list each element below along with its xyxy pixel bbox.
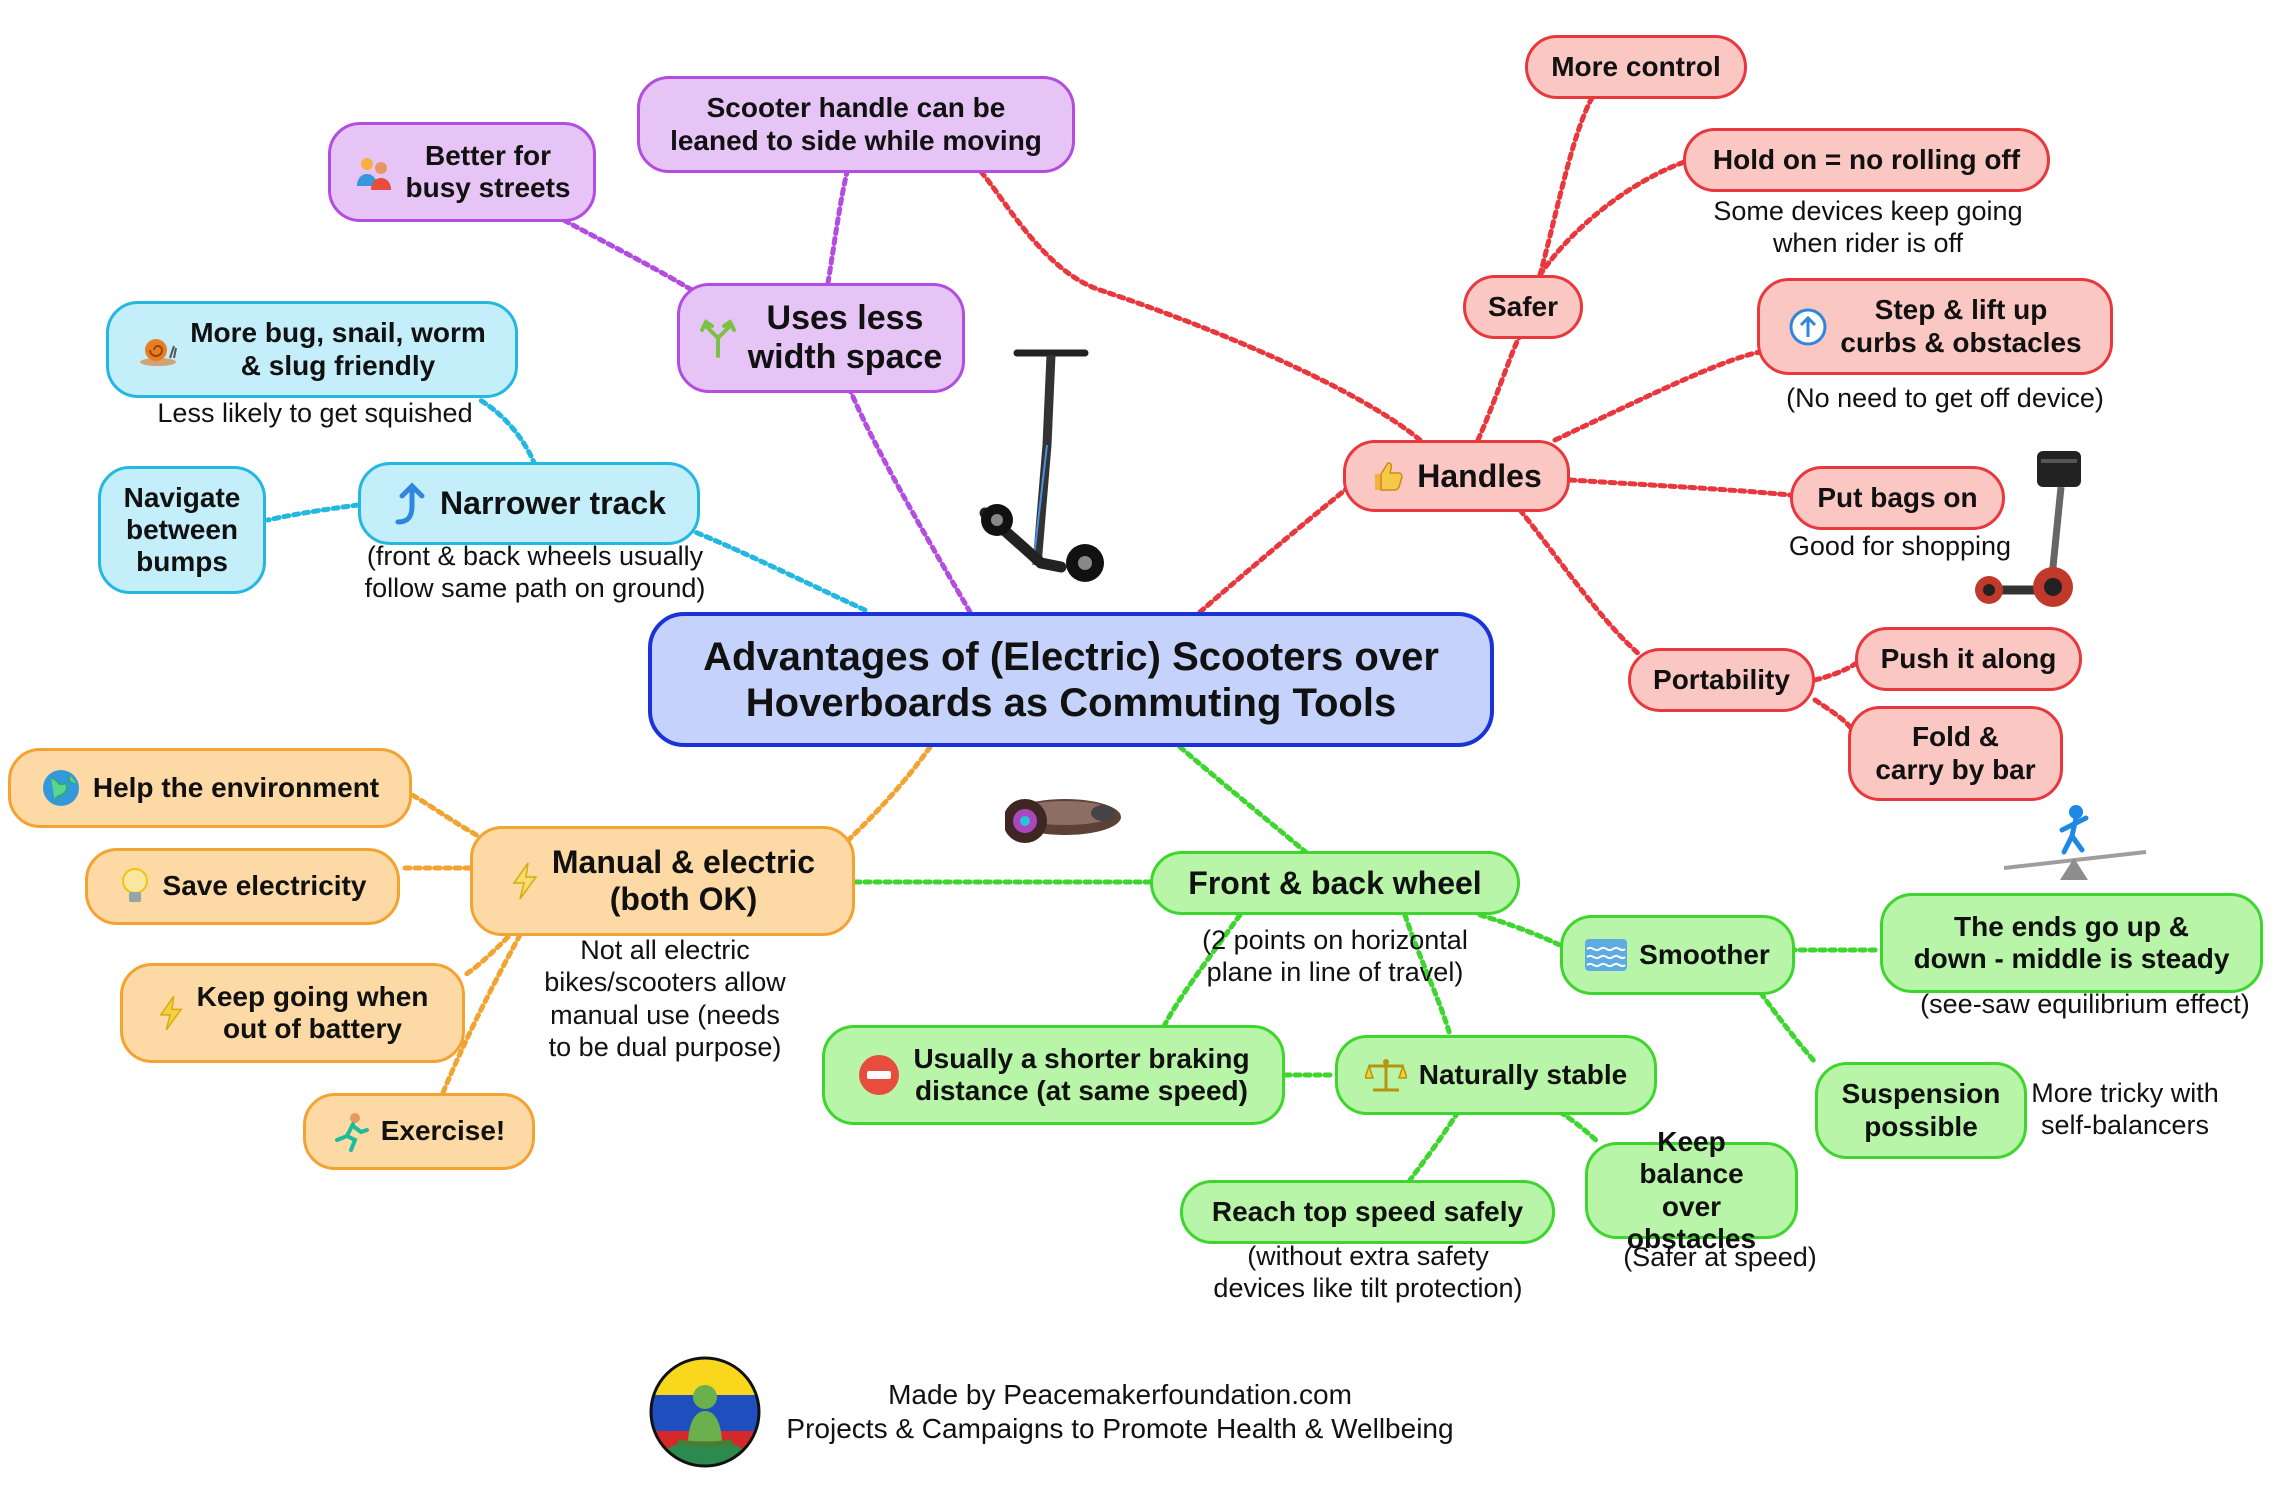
scooter-with-bag-image (1975, 451, 2081, 607)
handles-node[interactable]: Handles (1343, 440, 1570, 512)
lean-handle-node[interactable]: Scooter handle can be leaned to side whi… (637, 76, 1075, 173)
navigate-bumps-label: Navigate between bumps (123, 481, 241, 578)
naturally-stable-node[interactable]: Naturally stable (1335, 1035, 1657, 1115)
peacemaker-logo (649, 1356, 761, 1468)
ends-up-down-label: The ends go up & down - middle is steady (1913, 910, 2230, 974)
handles-label: Handles (1417, 457, 1542, 494)
narrower-track-label: Narrower track (440, 485, 666, 522)
exercise-node[interactable]: Exercise! (303, 1093, 535, 1170)
smoother-node[interactable]: Smoother (1560, 915, 1795, 995)
no-entry-icon (857, 1053, 901, 1097)
suspension-label: Suspension possible (1841, 1078, 2001, 1142)
safer-label: Safer (1487, 290, 1559, 322)
ends-up-down-node[interactable]: The ends go up & down - middle is steady (1880, 893, 2263, 993)
ends-up-down-note: (see-saw equilibrium effect) (1920, 989, 2250, 1019)
environment-node[interactable]: Help the environment (8, 748, 412, 828)
top-speed-note: (without extra safety devices like tilt … (1213, 1241, 1523, 1304)
globe-icon (41, 768, 81, 808)
water-waves-icon (1585, 939, 1628, 971)
manual-electric-note: Not all electric bikes/scooters allow ma… (544, 935, 786, 1063)
root-topic-label: Advantages of (Electric) Scooters over H… (703, 634, 1439, 725)
suspension-note: More tricky with self-balancers (2031, 1078, 2219, 1141)
up-arrow-circle-icon (1788, 307, 1828, 347)
snail-icon (138, 332, 178, 368)
push-along-node[interactable]: Push it along (1855, 627, 2082, 691)
step-lift-note: (No need to get off device) (1786, 383, 2104, 413)
save-electricity-node[interactable]: Save electricity (85, 848, 400, 925)
portability-node[interactable]: Portability (1628, 648, 1815, 712)
busy-streets-label: Better for busy streets (405, 139, 571, 203)
exercise-label: Exercise! (380, 1115, 506, 1147)
naturally-stable-label: Naturally stable (1418, 1058, 1628, 1090)
balance-scale-icon (1364, 1056, 1407, 1094)
busy-streets-node[interactable]: Better for busy streets (328, 122, 596, 222)
less-width-label: Uses less width space (747, 298, 943, 376)
root-topic[interactable]: Advantages of (Electric) Scooters over H… (648, 612, 1494, 747)
step-lift-label: Step & lift up curbs & obstacles (1840, 294, 2082, 358)
bug-friendly-label: More bug, snail, worm & slug friendly (190, 317, 486, 381)
smoother-label: Smoother (1639, 938, 1770, 970)
bug-friendly-note: Less likely to get squished (157, 398, 473, 428)
portability-label: Portability (1653, 663, 1790, 695)
manual-electric-node[interactable]: Manual & electric (both OK) (470, 826, 855, 936)
front-back-wheel-label: Front & back wheel (1188, 864, 1482, 901)
braking-node[interactable]: Usually a shorter braking distance (at s… (822, 1025, 1285, 1125)
see-saw-image (2003, 805, 2147, 880)
curved-up-arrow-icon (392, 481, 428, 526)
manual-electric-label: Manual & electric (both OK) (551, 844, 816, 917)
footer-line-1: Made by Peacemakerfoundation.com (888, 1379, 1352, 1410)
keep-going-label: Keep going when out of battery (196, 980, 429, 1044)
top-speed-label: Reach top speed safely (1211, 1195, 1524, 1227)
bug-friendly-node[interactable]: More bug, snail, worm & slug friendly (106, 301, 518, 398)
fold-carry-label: Fold & carry by bar (1875, 721, 2036, 785)
fold-carry-node[interactable]: Fold & carry by bar (1848, 706, 2063, 801)
suspension-node[interactable]: Suspension possible (1815, 1062, 2027, 1159)
step-lift-node[interactable]: Step & lift up curbs & obstacles (1757, 278, 2113, 375)
thumbs-up-icon (1371, 459, 1405, 493)
hold-on-note: Some devices keep going when rider is of… (1713, 196, 2023, 259)
push-along-label: Push it along (1880, 642, 2057, 674)
hold-on-label: Hold on = no rolling off (1712, 143, 2021, 175)
put-bags-node[interactable]: Put bags on (1790, 466, 2005, 530)
environment-label: Help the environment (92, 771, 380, 803)
save-electricity-label: Save electricity (162, 870, 367, 902)
keep-balance-node[interactable]: Keep balance over obstacles (1585, 1126, 1798, 1254)
navigate-bumps-node[interactable]: Navigate between bumps (98, 466, 266, 594)
hold-on-node[interactable]: Hold on = no rolling off (1683, 128, 2050, 192)
electric-scooter-image (979, 349, 1104, 582)
lean-handle-label: Scooter handle can be leaned to side whi… (670, 92, 1042, 156)
less-width-node[interactable]: Uses less width space (677, 283, 965, 393)
footer-line-2: Projects & Campaigns to Promote Health &… (786, 1413, 1454, 1444)
narrower-track-node[interactable]: Narrower track (358, 462, 700, 545)
more-control-node[interactable]: More control (1525, 35, 1747, 99)
light-bulb-icon (119, 866, 151, 908)
front-back-wheel-note: (2 points on horizontal plane in line of… (1202, 925, 1468, 988)
merge-arrow-icon (699, 318, 736, 358)
safer-node[interactable]: Safer (1463, 275, 1583, 339)
more-control-label: More control (1551, 50, 1721, 82)
keep-balance-note: (Safer at speed) (1623, 1242, 1817, 1272)
put-bags-note: Good for shopping (1788, 531, 2012, 561)
lightning-icon (510, 861, 540, 901)
running-person-icon (333, 1112, 369, 1152)
lightning-icon (157, 993, 185, 1033)
keep-balance-label: Keep balance over obstacles (1626, 1126, 1757, 1254)
braking-label: Usually a shorter braking distance (at s… (913, 1042, 1250, 1106)
front-back-wheel-node[interactable]: Front & back wheel (1150, 851, 1520, 915)
people-icon (354, 152, 394, 192)
put-bags-label: Put bags on (1817, 481, 1978, 513)
top-speed-node[interactable]: Reach top speed safely (1180, 1180, 1555, 1244)
hoverboard-image (1005, 799, 1121, 843)
narrower-track-note: (front & back wheels usually follow same… (364, 541, 706, 604)
keep-going-node[interactable]: Keep going when out of battery (120, 963, 465, 1063)
